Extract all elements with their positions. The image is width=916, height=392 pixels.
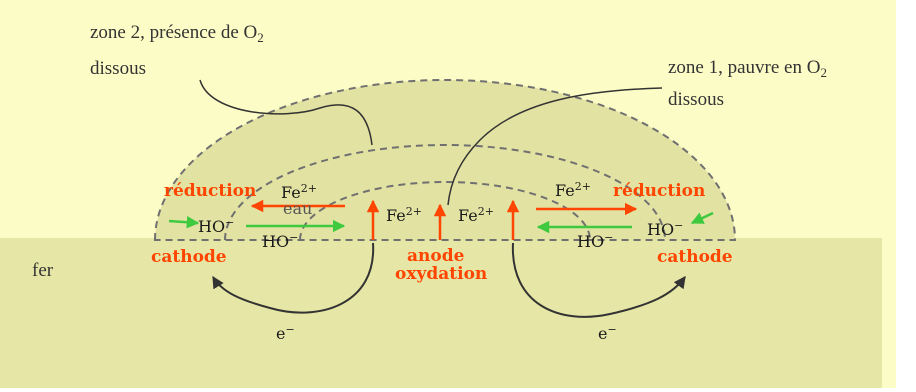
ho-label-left-migration: HO− (262, 231, 299, 251)
ho-arrow-left-small (168, 215, 200, 229)
water-label: eau (283, 199, 313, 218)
reduction-label-right: réduction (613, 181, 706, 201)
zone1-label-line1: zone 1, pauvre en O2 (668, 57, 827, 80)
electron-path-right (511, 242, 686, 318)
fe2-label-top-right: Fe2+ (555, 180, 591, 200)
ho-label-left-cathode: HO− (198, 216, 235, 236)
reduction-label-left: réduction (164, 181, 257, 201)
cathode-label-right: cathode (657, 247, 733, 267)
fe2-label-top-left: Fe2+ (281, 182, 317, 202)
zone2-label-line2: dissous (90, 58, 146, 79)
zone2-leader-line (199, 79, 373, 146)
metal-label: fer (32, 260, 54, 281)
water-droplet (153, 79, 737, 241)
electron-label-right: e− (598, 323, 617, 343)
zone1-label-line2: dissous (668, 89, 724, 110)
fe2-label-anode-right: Fe2+ (458, 205, 494, 225)
zone-boundary-middle (224, 144, 666, 241)
ho-arrow-right-small (690, 211, 714, 225)
ho-label-right-cathode: HO− (647, 219, 684, 239)
zone1-leader-line (447, 87, 663, 206)
electron-label-left: e− (276, 323, 295, 343)
fe2-label-anode-left: Fe2+ (386, 205, 422, 225)
oxidation-label: oxydation (395, 264, 488, 284)
anode-label: anode (407, 246, 465, 266)
zone-boundary-inner (299, 181, 591, 241)
zone2-label-line1: zone 2, présence de O2 (90, 22, 264, 45)
cathode-label-left: cathode (151, 247, 227, 267)
ho-label-right-migration: HO− (577, 231, 614, 251)
electron-path-left (212, 242, 375, 314)
iron-block (0, 238, 882, 388)
